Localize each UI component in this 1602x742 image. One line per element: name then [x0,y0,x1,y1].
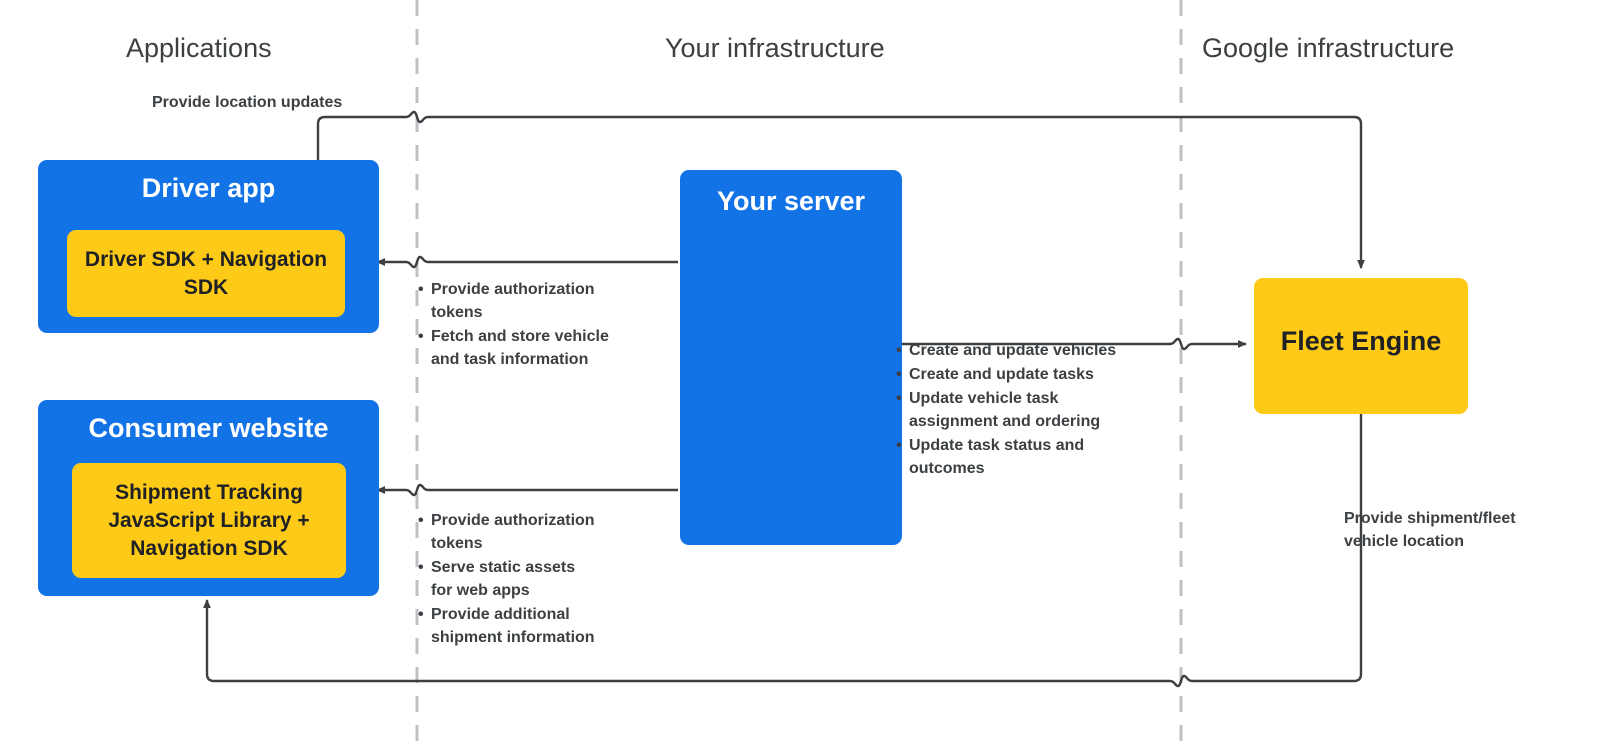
edge-bullets-server-to-consumer: Provide authorization tokens Serve stati… [418,509,658,650]
list-item: Provide authorization tokens [418,278,658,324]
edge-bullets-server-to-driver: Provide authorization tokens Fetch and s… [418,278,658,372]
list-item: Provide additional shipment information [418,603,658,649]
chip-shipment-tracking[interactable]: Shipment Tracking JavaScript Library + N… [72,463,346,578]
list-item: Provide authorization tokens [418,509,658,555]
node-your-server[interactable]: Your server [680,170,902,545]
list-item: Fetch and store vehicle and task informa… [418,325,658,371]
node-your-server-title: Your server [716,186,866,216]
edge-label-location-updates: Provide location updates [152,94,343,111]
wire-location-updates [316,110,1365,269]
zone-title-your-infrastructure: Your infrastructure [665,33,885,63]
chip-shipment-tracking-label: Shipment Tracking JavaScript Library + N… [108,480,310,560]
node-consumer-website[interactable]: Consumer website Shipment Tracking JavaS… [38,400,379,596]
wire-server-to-consumer [376,483,678,497]
edge-label-fleet-to-consumer: Provide shipment/fleet vehicle location [1344,510,1516,550]
wire-server-to-fleet-engine [882,337,1247,351]
list-item: Update vehicle task assignment and order… [896,387,1166,433]
zone-title-applications: Applications [126,33,272,63]
list-item: Serve static assets for web apps [418,556,658,602]
wire-fleet-to-consumer [203,414,1363,688]
node-consumer-website-title: Consumer website [88,413,329,443]
list-item: Update task status and outcomes [896,434,1166,480]
zone-title-google-infrastructure: Google infrastructure [1202,33,1455,63]
edge-bullets-server-to-fleet-engine: Create and update vehicles Create and up… [896,339,1166,481]
chip-driver-sdk-label: Driver SDK + Navigation SDK [84,247,328,299]
node-driver-app-title: Driver app [141,173,276,203]
node-fleet-engine-title: Fleet Engine [1280,326,1442,356]
node-fleet-engine[interactable]: Fleet Engine [1254,278,1468,414]
list-item: Create and update tasks [896,363,1166,386]
list-item: Create and update vehicles [896,339,1166,362]
node-driver-app[interactable]: Driver app Driver SDK + Navigation SDK [38,160,379,333]
chip-driver-sdk[interactable]: Driver SDK + Navigation SDK [67,230,345,317]
wire-server-to-driver [376,255,678,269]
